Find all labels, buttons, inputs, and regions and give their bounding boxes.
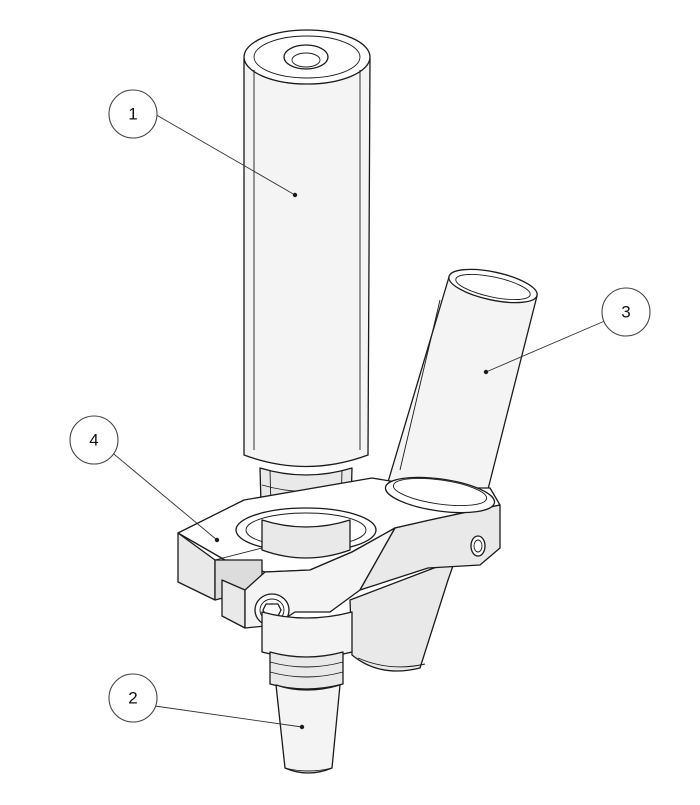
callout-4: 4 [69, 415, 119, 465]
part-2-nozzle [261, 611, 353, 774]
callout-2-label: 2 [128, 689, 137, 708]
callout-2: 2 [108, 673, 158, 723]
leader-3 [485, 319, 608, 373]
leader-4-dot [214, 537, 220, 543]
callout-1-label: 1 [128, 105, 137, 124]
leader-lines [108, 112, 608, 730]
callout-3-label: 3 [621, 303, 630, 322]
callout-3: 3 [601, 287, 651, 337]
part-1-main-cylinder [243, 29, 371, 468]
leader-1-dot [292, 192, 298, 198]
lower-housing [349, 559, 456, 672]
leader-2 [154, 705, 303, 728]
leader-4 [108, 449, 218, 541]
leader-1 [152, 112, 296, 196]
callout-1: 1 [108, 89, 158, 139]
leader-3-dot [483, 369, 489, 375]
part-4-clamp [177, 476, 501, 629]
leader-2-dot [299, 724, 305, 730]
part-3-angled-tube [387, 268, 538, 506]
callout-4-label: 4 [89, 431, 98, 450]
